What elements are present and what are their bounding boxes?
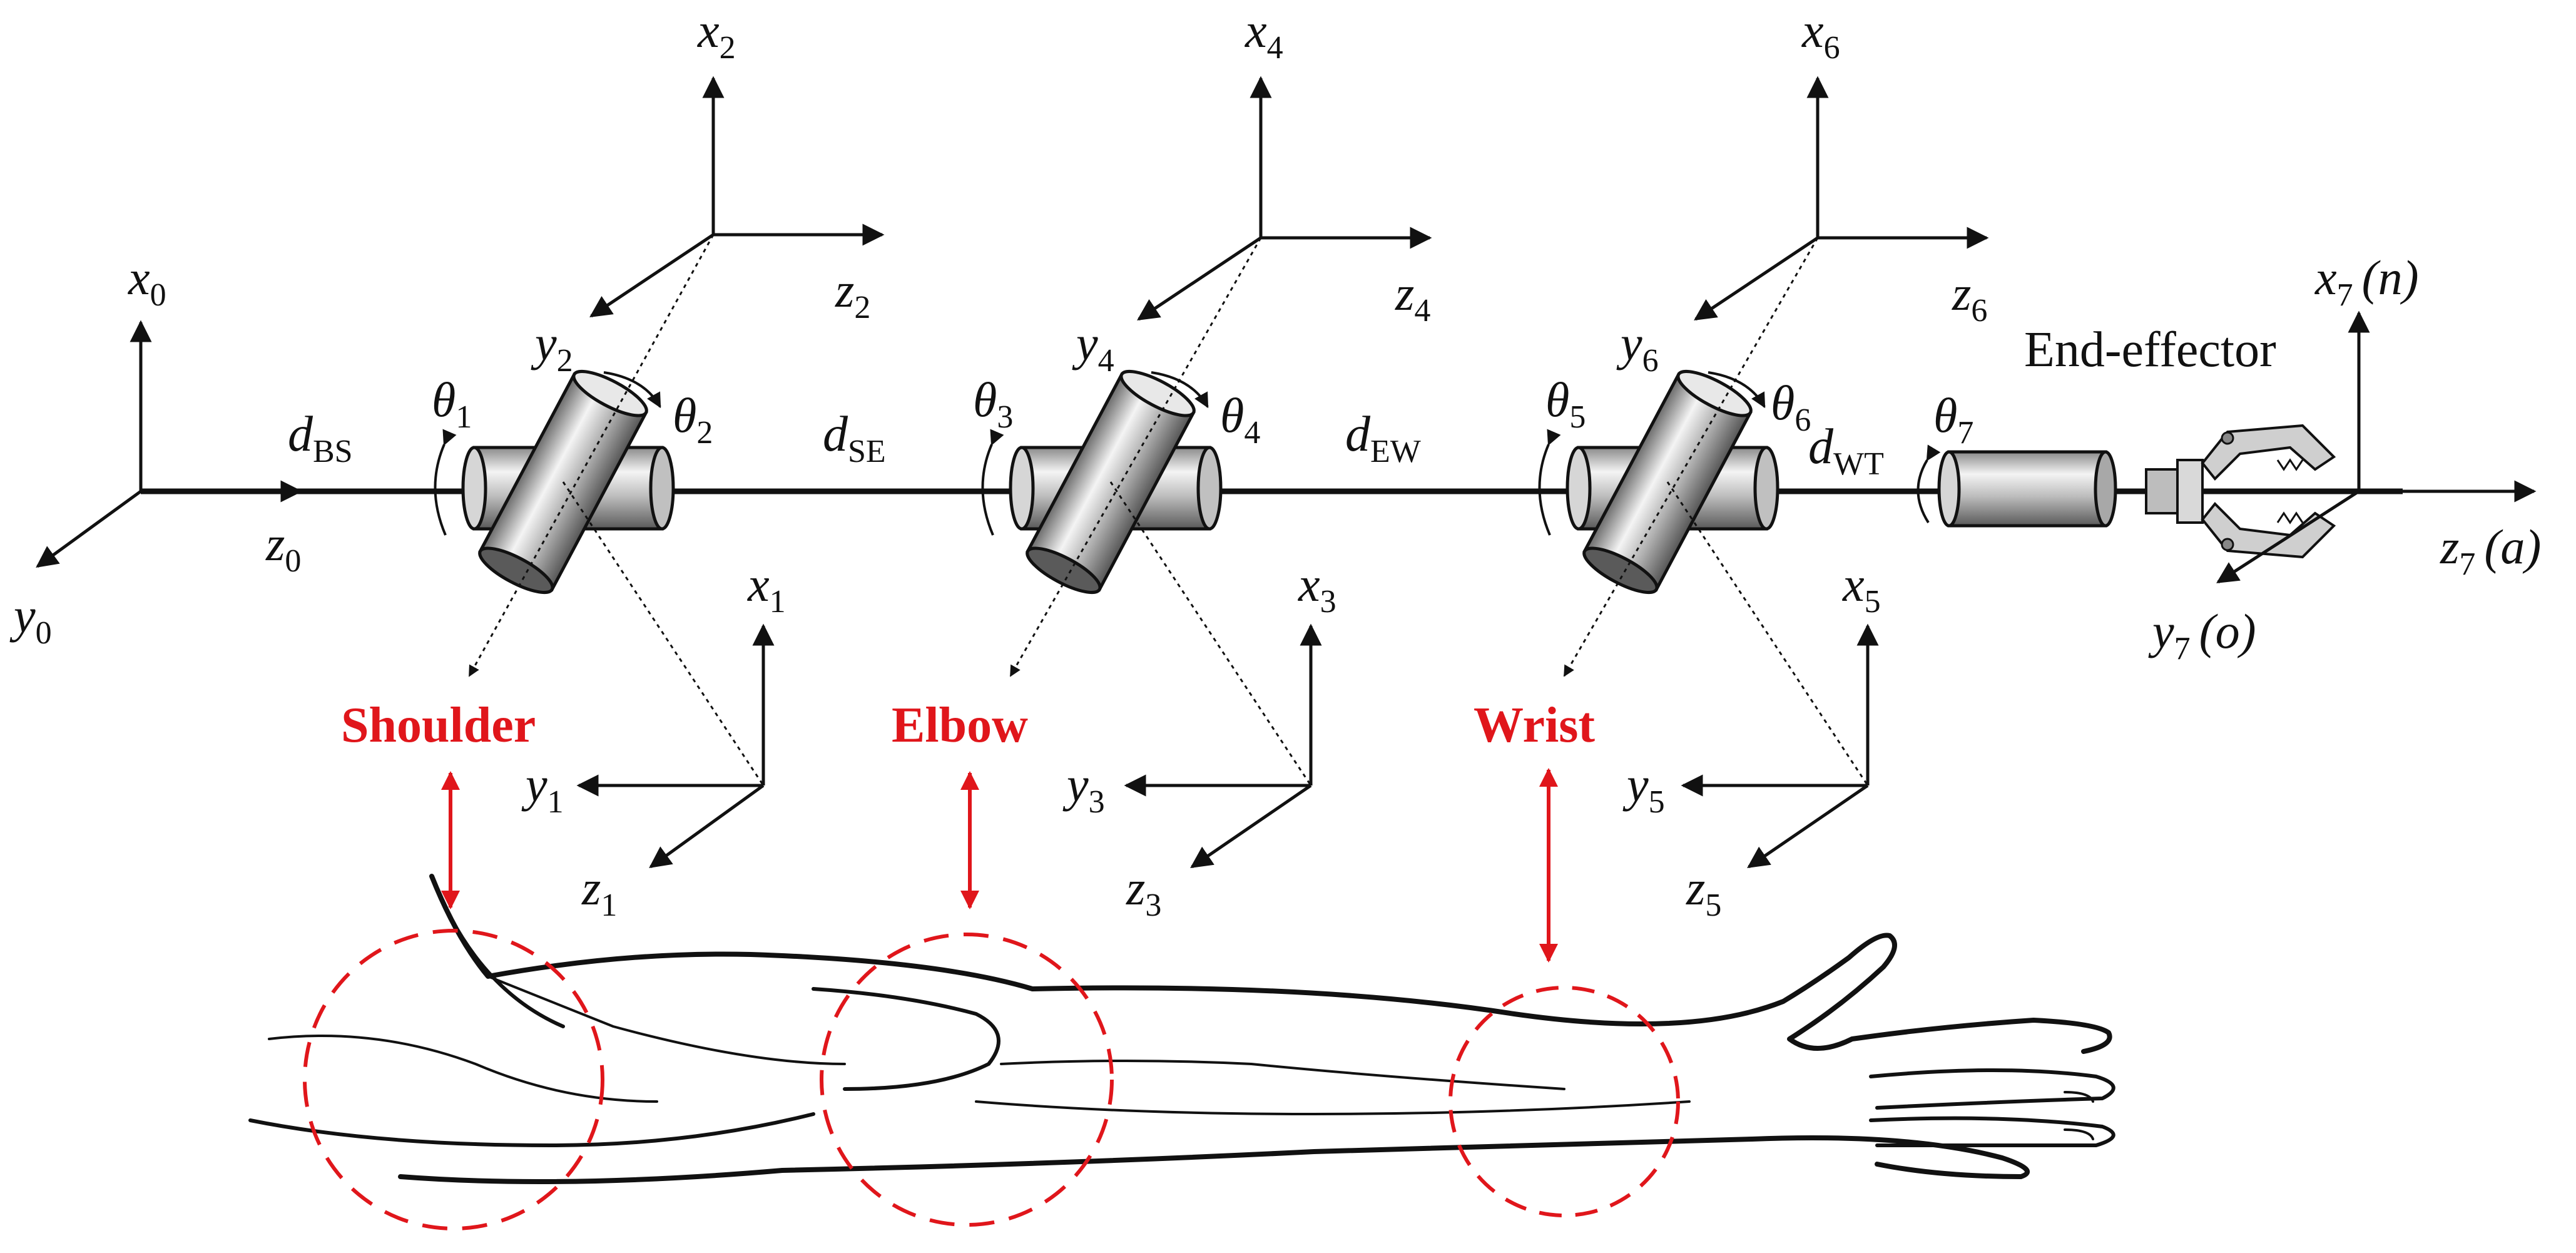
frame-5: x5 y5 z5 bbox=[1622, 557, 1881, 923]
d-se-label: dSE bbox=[823, 407, 886, 469]
svg-text:x7(n): x7(n) bbox=[2314, 250, 2419, 313]
z0-label: z0 bbox=[265, 516, 301, 579]
wrist-joint bbox=[1538, 237, 1869, 786]
x0-label: x0 bbox=[128, 250, 166, 313]
frame-4: x4 z4 y4 bbox=[1072, 3, 1432, 379]
theta7-label: θ7 bbox=[1933, 388, 1973, 451]
theta3-label: θ3 bbox=[973, 372, 1013, 435]
svg-text:x1: x1 bbox=[747, 557, 786, 620]
frame-2: x2 z2 y2 bbox=[531, 3, 885, 379]
svg-text:y2: y2 bbox=[531, 316, 573, 379]
svg-text:x3: x3 bbox=[1298, 557, 1336, 620]
svg-text:z4: z4 bbox=[1395, 266, 1430, 329]
shoulder-circle bbox=[303, 929, 604, 1230]
elbow-circle bbox=[820, 933, 1114, 1227]
svg-text:z3: z3 bbox=[1126, 861, 1161, 923]
theta5-label: θ5 bbox=[1545, 372, 1586, 435]
theta1-label: θ1 bbox=[432, 372, 472, 435]
elbow-joint bbox=[981, 237, 1312, 786]
theta4-label: θ4 bbox=[1220, 388, 1260, 451]
theta6-label: θ6 bbox=[1771, 376, 1811, 438]
joint-7 bbox=[1917, 444, 2117, 528]
frame-0: x0 y0 z0 bbox=[9, 250, 301, 651]
svg-text:y3: y3 bbox=[1062, 757, 1105, 820]
svg-text:x2: x2 bbox=[697, 3, 736, 66]
d-bs-label: dBS bbox=[288, 407, 353, 469]
svg-text:z1: z1 bbox=[581, 861, 617, 923]
arm-sketch bbox=[248, 874, 2115, 1184]
shoulder-joint bbox=[434, 234, 765, 786]
svg-text:y1: y1 bbox=[521, 757, 564, 820]
wrist-label: Wrist bbox=[1474, 698, 1595, 753]
svg-text:y6: y6 bbox=[1616, 316, 1659, 379]
frame-3: x3 y3 z3 bbox=[1062, 557, 1336, 923]
svg-text:y7(o): y7(o) bbox=[2148, 604, 2256, 667]
svg-text:z5: z5 bbox=[1686, 861, 1721, 923]
frame-7: x7(n) z7(a) y7(o) bbox=[2148, 250, 2541, 667]
theta2-label: θ2 bbox=[673, 388, 713, 451]
gripper-icon bbox=[2145, 424, 2359, 559]
elbow-label: Elbow bbox=[892, 698, 1028, 753]
d-wt-label: dWT bbox=[1808, 419, 1884, 482]
svg-text:z7(a): z7(a) bbox=[2440, 519, 2541, 582]
wrist-circle bbox=[1448, 986, 1680, 1217]
d-ew-label: dEW bbox=[1345, 407, 1421, 469]
svg-text:y5: y5 bbox=[1622, 757, 1665, 820]
frame-6: x6 z6 y6 bbox=[1616, 3, 1989, 379]
svg-text:x4: x4 bbox=[1245, 3, 1283, 66]
shoulder-label: Shoulder bbox=[341, 698, 536, 753]
frame-1: x1 y1 z1 bbox=[521, 557, 786, 923]
y0-label: y0 bbox=[9, 588, 52, 651]
svg-text:x5: x5 bbox=[1842, 557, 1881, 620]
svg-text:z6: z6 bbox=[1952, 266, 1987, 329]
svg-text:y4: y4 bbox=[1072, 316, 1114, 379]
end-effector-label: End-effector bbox=[2024, 322, 2276, 377]
svg-text:x6: x6 bbox=[1801, 3, 1840, 66]
svg-text:z2: z2 bbox=[835, 263, 870, 325]
